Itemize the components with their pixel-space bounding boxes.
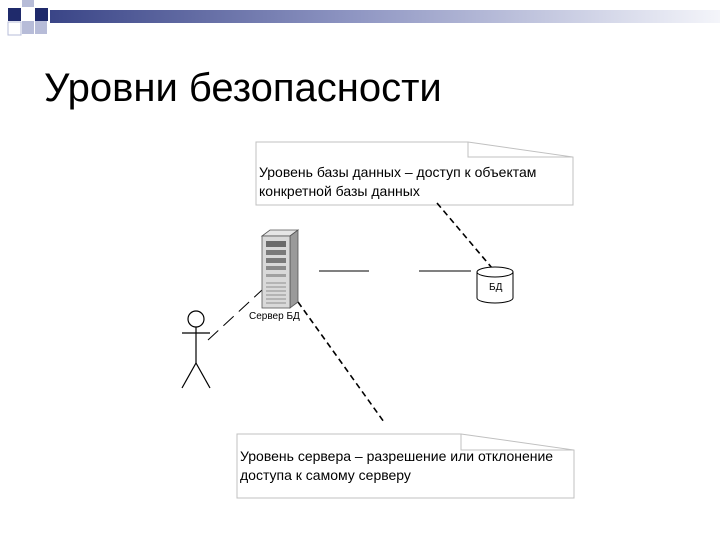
deco-square	[35, 8, 48, 21]
user-actor-icon	[181, 310, 211, 389]
deco-square	[22, 21, 34, 34]
header-decoration	[7, 0, 720, 36]
deco-square	[8, 8, 21, 21]
deco-square	[7, 21, 22, 36]
note-box-database	[255, 141, 574, 206]
database-icon	[476, 266, 514, 304]
dashed-connector-database	[436, 202, 493, 269]
slide-title: Уровни безопасности	[44, 66, 442, 110]
deco-gradient-bar	[50, 10, 720, 23]
server-icon	[260, 229, 300, 309]
link-actor-server	[207, 289, 263, 341]
note-server-level: Уровень сервера – разрешение или отклоне…	[240, 448, 554, 483]
note-database-level: Уровень базы данных – доступ к объектам …	[259, 164, 537, 199]
database-label: БД	[489, 282, 503, 293]
note-box-server	[236, 433, 575, 499]
server-label: Сервер БД	[249, 311, 300, 322]
deco-square	[35, 21, 47, 34]
deco-square	[22, 0, 34, 7]
dashed-connector-server	[297, 301, 385, 423]
